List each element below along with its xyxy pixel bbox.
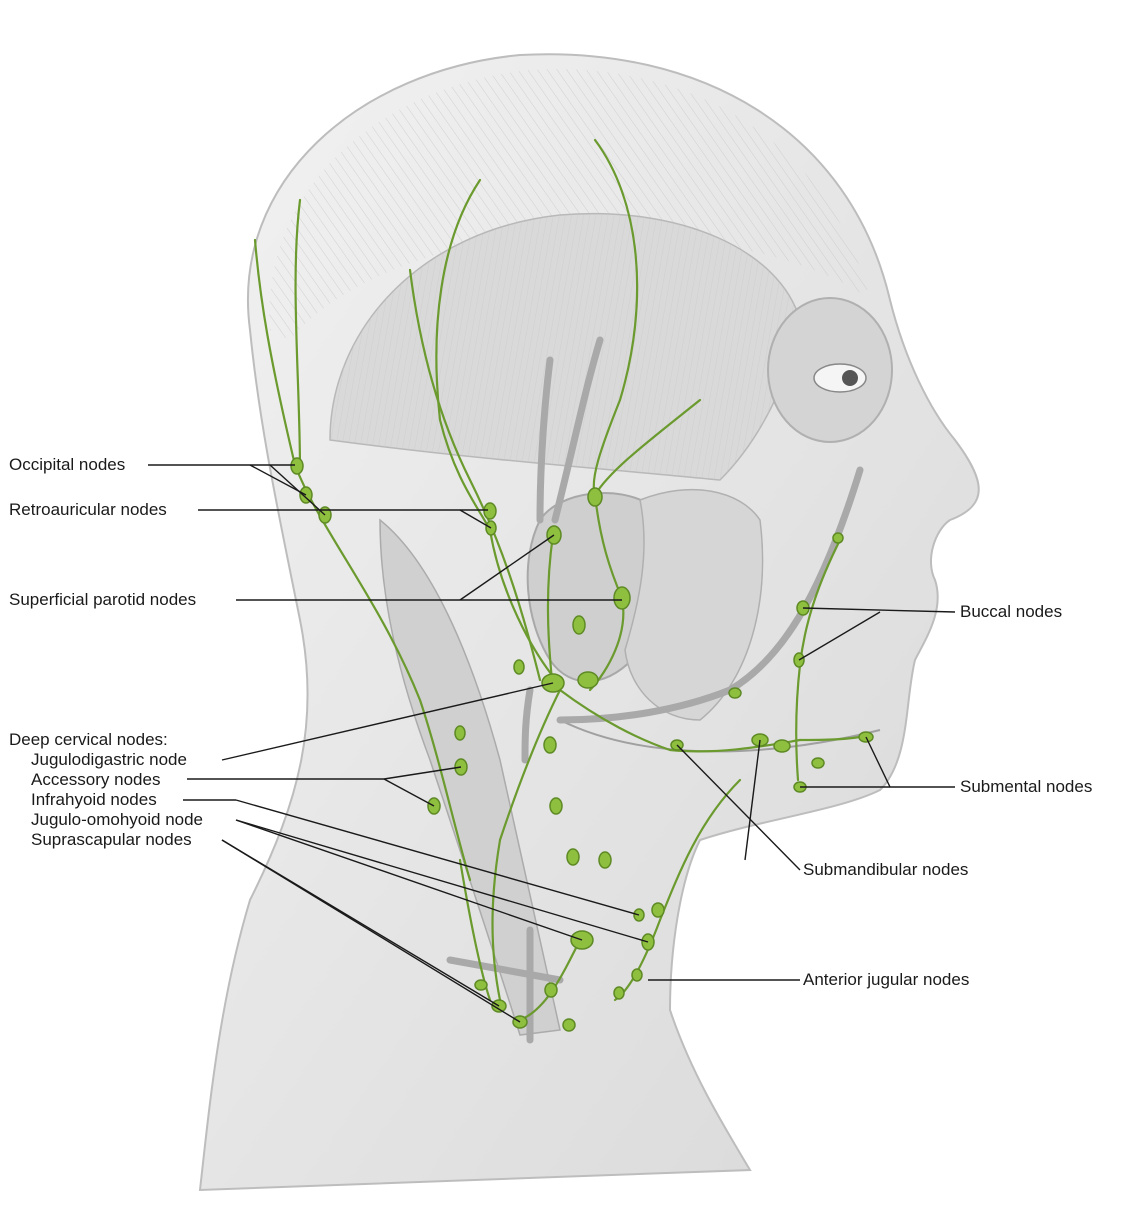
node-deep-2: [550, 798, 562, 814]
label-suprascapular-nodes: Suprascapular nodes: [31, 830, 192, 850]
node-deep-3: [567, 849, 579, 865]
node-parotid-5: [578, 672, 598, 688]
node-suprascapular-4: [563, 1019, 575, 1031]
label-retroauricular-nodes: Retroauricular nodes: [9, 500, 167, 520]
node-accessory-3: [455, 726, 465, 740]
node-parotid-2: [588, 488, 602, 506]
node-deep-5: [514, 660, 524, 674]
node-occipital-1: [291, 458, 303, 474]
node-parotid-4: [573, 616, 585, 634]
node-deep-4: [599, 852, 611, 868]
node-anterior-jugular-2: [632, 969, 642, 981]
node-anterior-jugular-3: [614, 987, 624, 999]
iris: [842, 370, 858, 386]
node-deep-1: [544, 737, 556, 753]
label-submandibular-nodes: Submandibular nodes: [803, 860, 968, 880]
label-jugulo-omohyoid-node: Jugulo-omohyoid node: [31, 810, 203, 830]
eye: [814, 364, 866, 392]
node-submandibular-3: [729, 688, 741, 698]
node-parotid-3: [614, 587, 630, 609]
label-accessory-nodes: Accessory nodes: [31, 770, 160, 790]
node-infrahyoid-1: [652, 903, 664, 917]
node-retroauricular-1: [484, 503, 496, 519]
label-infrahyoid-nodes: Infrahyoid nodes: [31, 790, 157, 810]
node-buccal-3: [833, 533, 843, 543]
node-suprascapular-5: [545, 983, 557, 997]
label-anterior-jugular-nodes: Anterior jugular nodes: [803, 970, 969, 990]
node-submental-2: [812, 758, 824, 768]
label-superficial-parotid-nodes: Superficial parotid nodes: [9, 590, 196, 610]
label-occipital-nodes: Occipital nodes: [9, 455, 125, 475]
label-jugulodigastric-node: Jugulodigastric node: [31, 750, 187, 770]
node-suprascapular-1: [475, 980, 487, 990]
node-submandibular-2: [774, 740, 790, 752]
label-submental-nodes: Submental nodes: [960, 777, 1092, 797]
label-buccal-nodes: Buccal nodes: [960, 602, 1062, 622]
label-deep-cervical-heading: Deep cervical nodes:: [9, 730, 168, 750]
